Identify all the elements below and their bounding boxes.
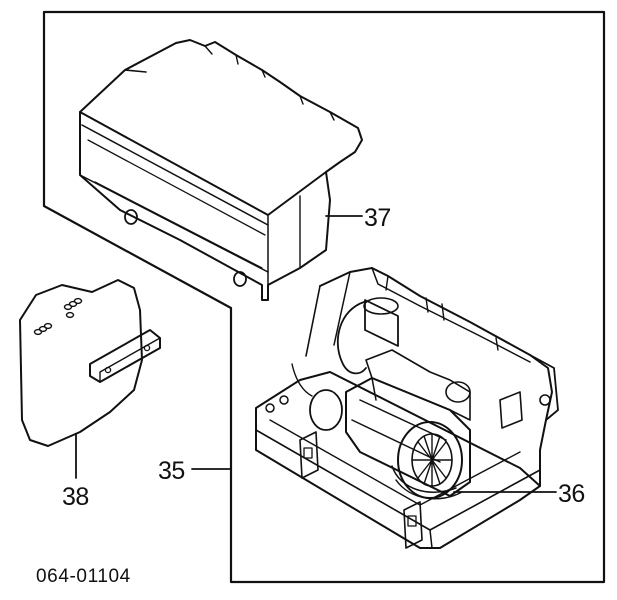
callout-37: 37 xyxy=(364,204,391,232)
plate-part-38 xyxy=(19,279,161,447)
callout-35: 35 xyxy=(158,457,185,485)
assembly-frame xyxy=(42,10,606,584)
compressor-assembly-part-35 xyxy=(255,267,559,549)
callout-38: 38 xyxy=(62,483,89,511)
callout-36: 36 xyxy=(558,480,585,508)
diagram-code: 064-01104 xyxy=(36,566,131,587)
cover-part-37 xyxy=(79,39,363,301)
